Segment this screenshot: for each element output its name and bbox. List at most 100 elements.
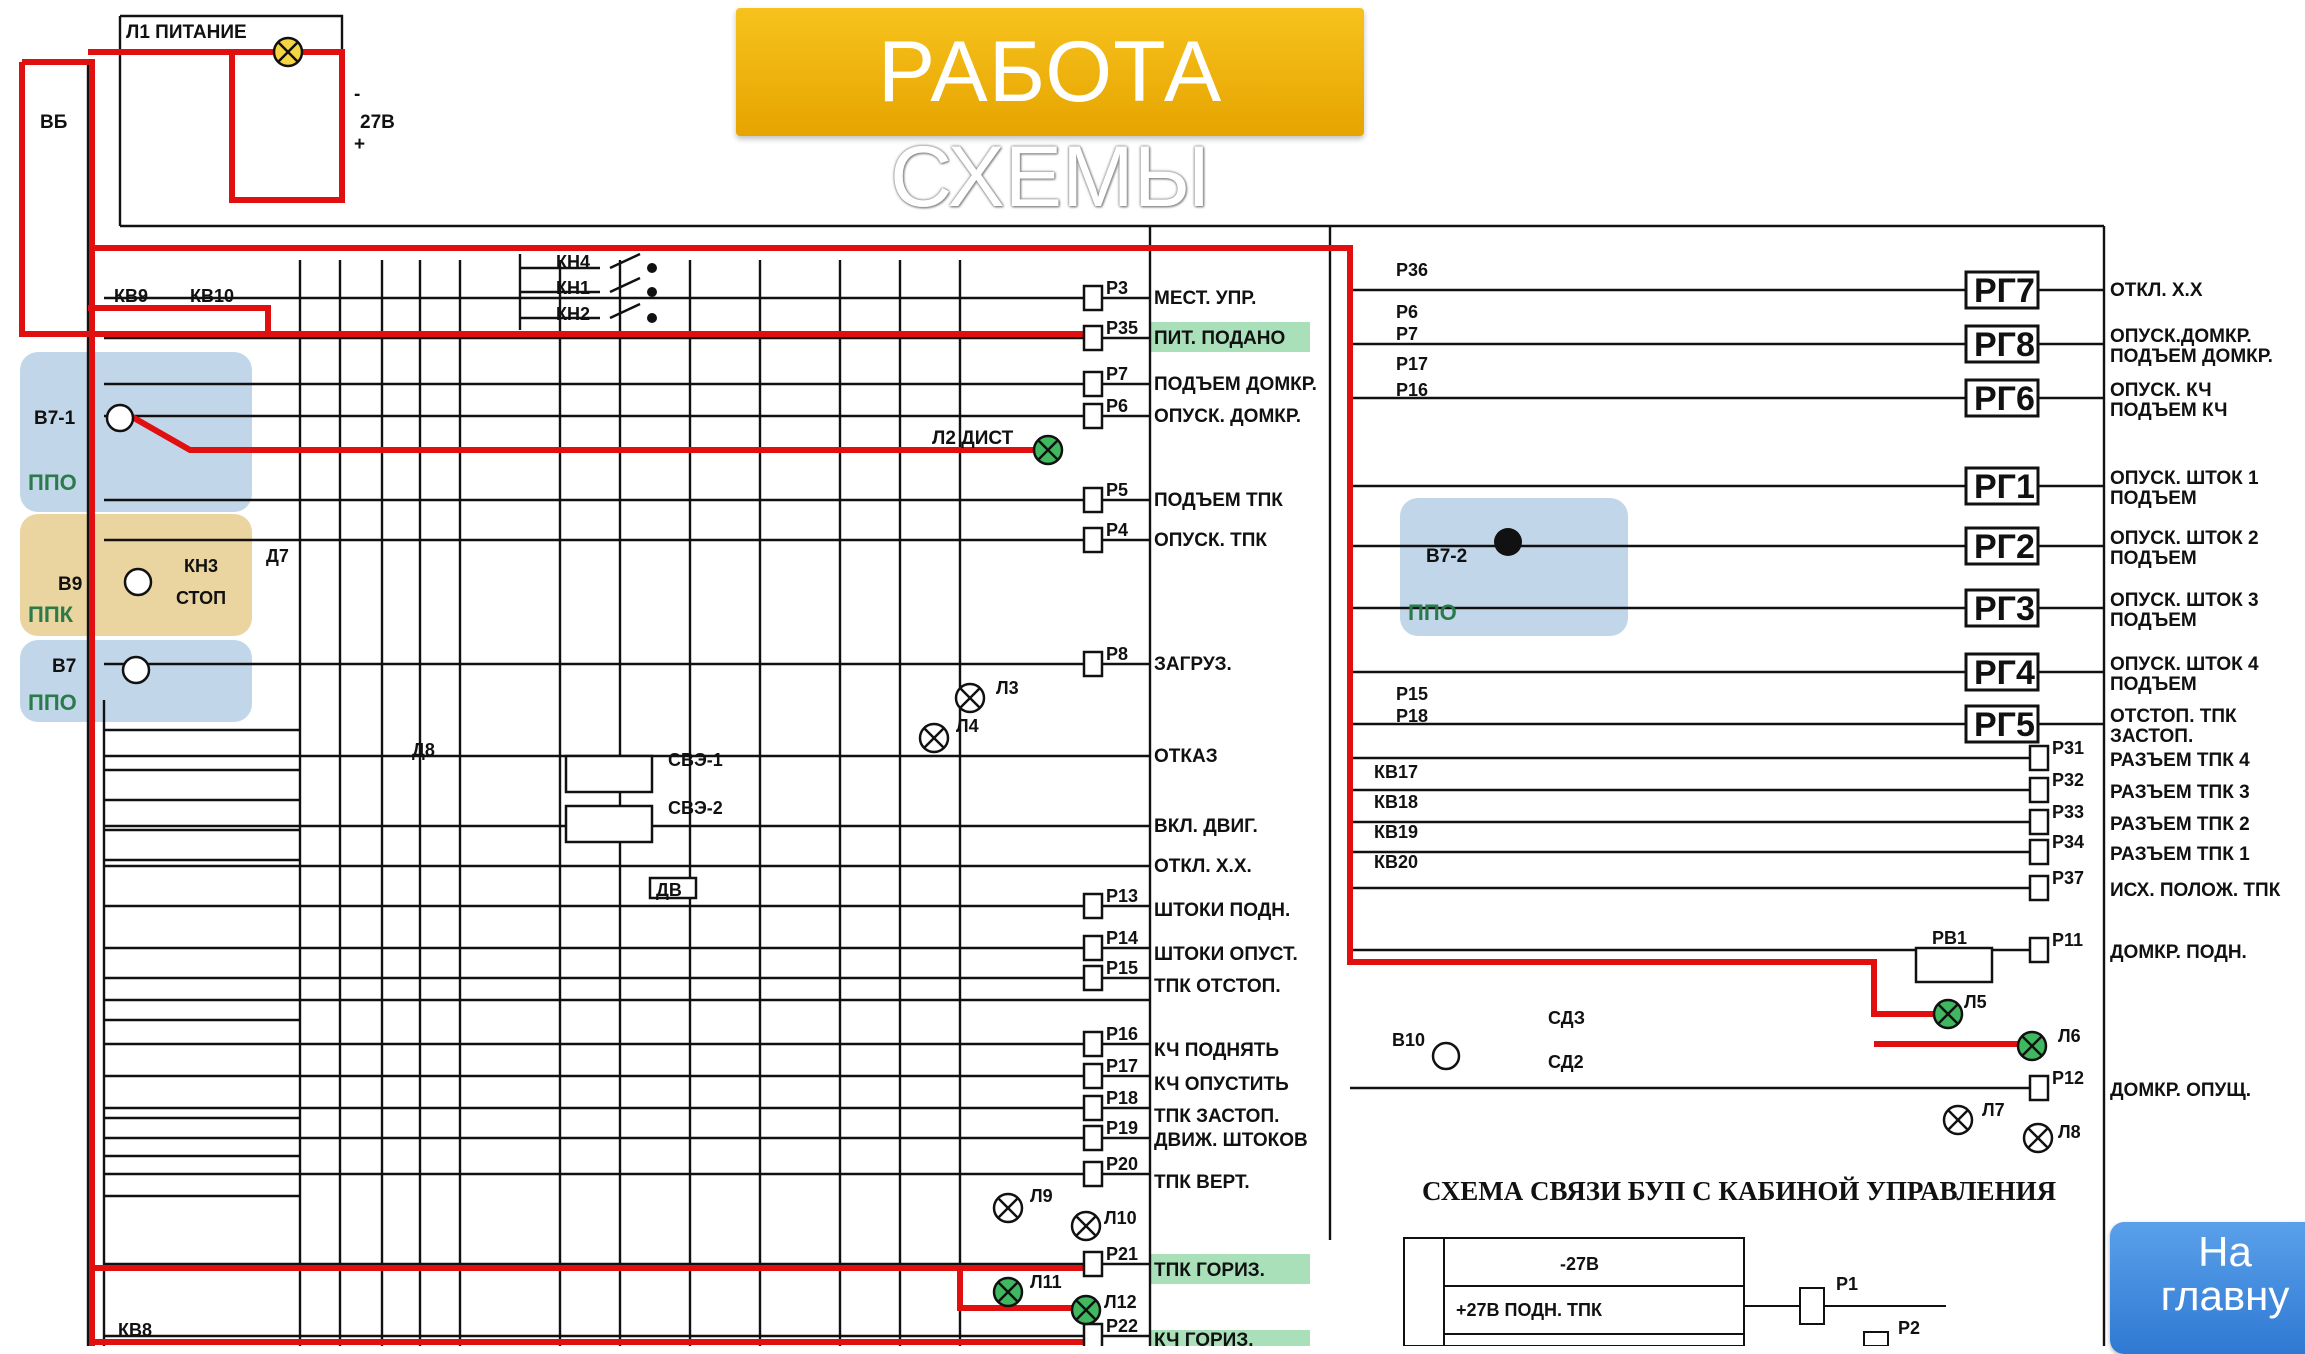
dv-box <box>648 876 698 900</box>
highlight-tpk-goriz <box>1150 1254 1310 1284</box>
relay-coil-Р3 <box>1082 284 1104 312</box>
right-output-label-1: РАЗЪЕМ ТПК 3 <box>2110 782 2250 803</box>
rg-block-name-1: РГ8 <box>1974 326 2035 364</box>
selector-b72 <box>1494 528 1522 556</box>
diagram-caption: СХЕМА СВЯЗИ БУП С КАБИНОЙ УПРАВЛЕНИЯ <box>1422 1176 2057 1206</box>
zone-label-b72: В7-2 <box>1426 546 1467 567</box>
rg-block-РГ2 <box>1964 526 2040 566</box>
right-output-label-4: ИСХ. ПОЛОЖ. ТПК <box>2110 880 2281 901</box>
bottom-p2: Р2 <box>1898 1318 1920 1338</box>
rg-relay-6: Р18 <box>1396 706 1428 726</box>
highlight-kch-goriz <box>1150 1330 1310 1346</box>
rg-block-РГ8 <box>1964 324 2040 364</box>
left-output-relay-4: Р5 <box>1106 480 1128 500</box>
right-output-label-3: РАЗЪЕМ ТПК 1 <box>2110 844 2250 865</box>
relay-coil-Р14 <box>1082 934 1104 962</box>
title-banner: РАБОТА <box>736 8 1364 136</box>
rg-block-РГ1 <box>1964 466 2040 506</box>
left-output-label-8: ВКЛ. ДВИГ. <box>1154 816 1258 837</box>
rg-block-РГ5 <box>1964 704 2040 744</box>
rg-label2-7: ЗАСТОП. <box>2110 726 2193 747</box>
rg-relay-4: Р16 <box>1396 380 1428 400</box>
zone-label-ppo2: ППО <box>28 690 77 715</box>
relay-coil-Р6 <box>1082 402 1104 430</box>
rg-block-name-3: РГ1 <box>1974 468 2035 506</box>
rg-label1-4: ОПУСК. ШТОК 2 <box>2110 528 2259 549</box>
sd2-label: СД2 <box>1548 1052 1584 1072</box>
d7-label: Д7 <box>266 546 289 566</box>
rg-label1-0: ОТКЛ. Х.Х <box>2110 280 2203 301</box>
rg-relay-1: Р6 <box>1396 302 1418 322</box>
rg-block-РГ7 <box>1964 270 2040 310</box>
right-output-relay-4: Р37 <box>2052 868 2084 888</box>
selector-b9 <box>123 567 153 597</box>
right-output-relay-0: Р31 <box>2052 738 2084 758</box>
kv20-label: КВ20 <box>1374 852 1418 872</box>
relay-coil-Р21 <box>1082 1250 1104 1278</box>
left-output-relay-14: Р17 <box>1106 1056 1138 1076</box>
zone-label-ppk: ППК <box>28 602 74 627</box>
left-output-relay-16: Р19 <box>1106 1118 1138 1138</box>
home-button[interactable]: На главну <box>2110 1222 2305 1354</box>
left-output-relay-5: Р4 <box>1106 520 1128 540</box>
bottom-table-row2: +27В ПОДН. ТПК <box>1456 1300 1603 1320</box>
sd3-label: СДЗ <box>1548 1008 1585 1028</box>
right-output-relay-2: Р33 <box>2052 802 2084 822</box>
relay-coil-Р35 <box>1082 324 1104 352</box>
zone-label-b71: В7-1 <box>34 408 76 429</box>
bottom-table-row1: -27В <box>1560 1254 1599 1274</box>
rg-label2-2: ПОДЪЕМ КЧ <box>2110 400 2227 421</box>
rg-relay-3: Р17 <box>1396 354 1428 374</box>
kv17-label: КВ17 <box>1374 762 1418 782</box>
relay-coil-Р8 <box>1082 650 1104 678</box>
kv18-label: КВ18 <box>1374 792 1418 812</box>
bottom-p1: Р1 <box>1836 1274 1858 1294</box>
left-output-relay-15: Р18 <box>1106 1088 1138 1108</box>
kv19-label: КВ19 <box>1374 822 1418 842</box>
left-output-label-11: ШТОКИ ОПУСТ. <box>1154 944 1298 965</box>
rg-label1-6: ОПУСК. ШТОК 4 <box>2110 654 2259 675</box>
relay-coil-Р5 <box>1082 486 1104 514</box>
lamp-l3-label: Л3 <box>996 678 1019 698</box>
power-label: Л1 ПИТАНИЕ <box>126 22 247 43</box>
kn1-label: КН1 <box>556 278 590 298</box>
kn2-label: КН2 <box>556 304 590 324</box>
highlight-pit-podano <box>1150 322 1310 352</box>
left-output-label-4: ПОДЪЕМ ТПК <box>1154 490 1283 511</box>
left-output-relay-18: Р21 <box>1106 1244 1138 1264</box>
rg-block-РГ6 <box>1964 378 2040 418</box>
page-subtitle: СХЕМЫ <box>890 129 1210 225</box>
left-output-label-1: ПИТ. ПОДАНО <box>1154 328 1285 349</box>
voltage-label: 27В <box>360 112 395 133</box>
left-output-label-17: ТПК ВЕРТ. <box>1154 1172 1250 1193</box>
home-button-line1: На <box>2198 1228 2252 1275</box>
rg-block-name-7: РГ5 <box>1974 706 2035 744</box>
relay-coil-Р4 <box>1082 526 1104 554</box>
relay-coil-Р11 <box>2028 936 2050 964</box>
rg-label1-1: ОПУСК.ДОМКР. <box>2110 326 2252 347</box>
rg-label1-3: ОПУСК. ШТОК 1 <box>2110 468 2259 489</box>
lamp-l2-label: Л2 ДИСТ <box>932 428 1014 449</box>
left-output-label-16: ДВИЖ. ШТОКОВ <box>1154 1130 1308 1151</box>
relay-coil-Р32 <box>2028 776 2050 804</box>
sve2-box <box>564 804 654 844</box>
kv9-label: КВ9 <box>114 286 148 306</box>
relay-coil-Р20 <box>1082 1160 1104 1188</box>
left-output-label-14: КЧ ОПУСТИТЬ <box>1154 1074 1289 1095</box>
red-power-loop <box>88 49 345 203</box>
left-output-relay-19: Р22 <box>1106 1316 1138 1336</box>
rg-relay-0: Р36 <box>1396 260 1428 280</box>
rg-relay-5: Р15 <box>1396 684 1428 704</box>
rg-block-РГ3 <box>1964 588 2040 628</box>
rg-block-name-2: РГ6 <box>1974 380 2035 418</box>
rg-label2-5: ПОДЪЕМ <box>2110 610 2197 631</box>
kv10-label: КВ10 <box>190 286 234 306</box>
rg-label1-5: ОПУСК. ШТОК 3 <box>2110 590 2259 611</box>
lamp-l11-label: Л11 <box>1030 1272 1062 1292</box>
zone-b7-1 <box>20 352 252 512</box>
left-output-label-12: ТПК ОТСТОП. <box>1154 976 1281 997</box>
relay-coil-Р37 <box>2028 874 2050 902</box>
rg-label2-4: ПОДЪЕМ <box>2110 548 2197 569</box>
lamp-l9-label: Л9 <box>1030 1186 1053 1206</box>
